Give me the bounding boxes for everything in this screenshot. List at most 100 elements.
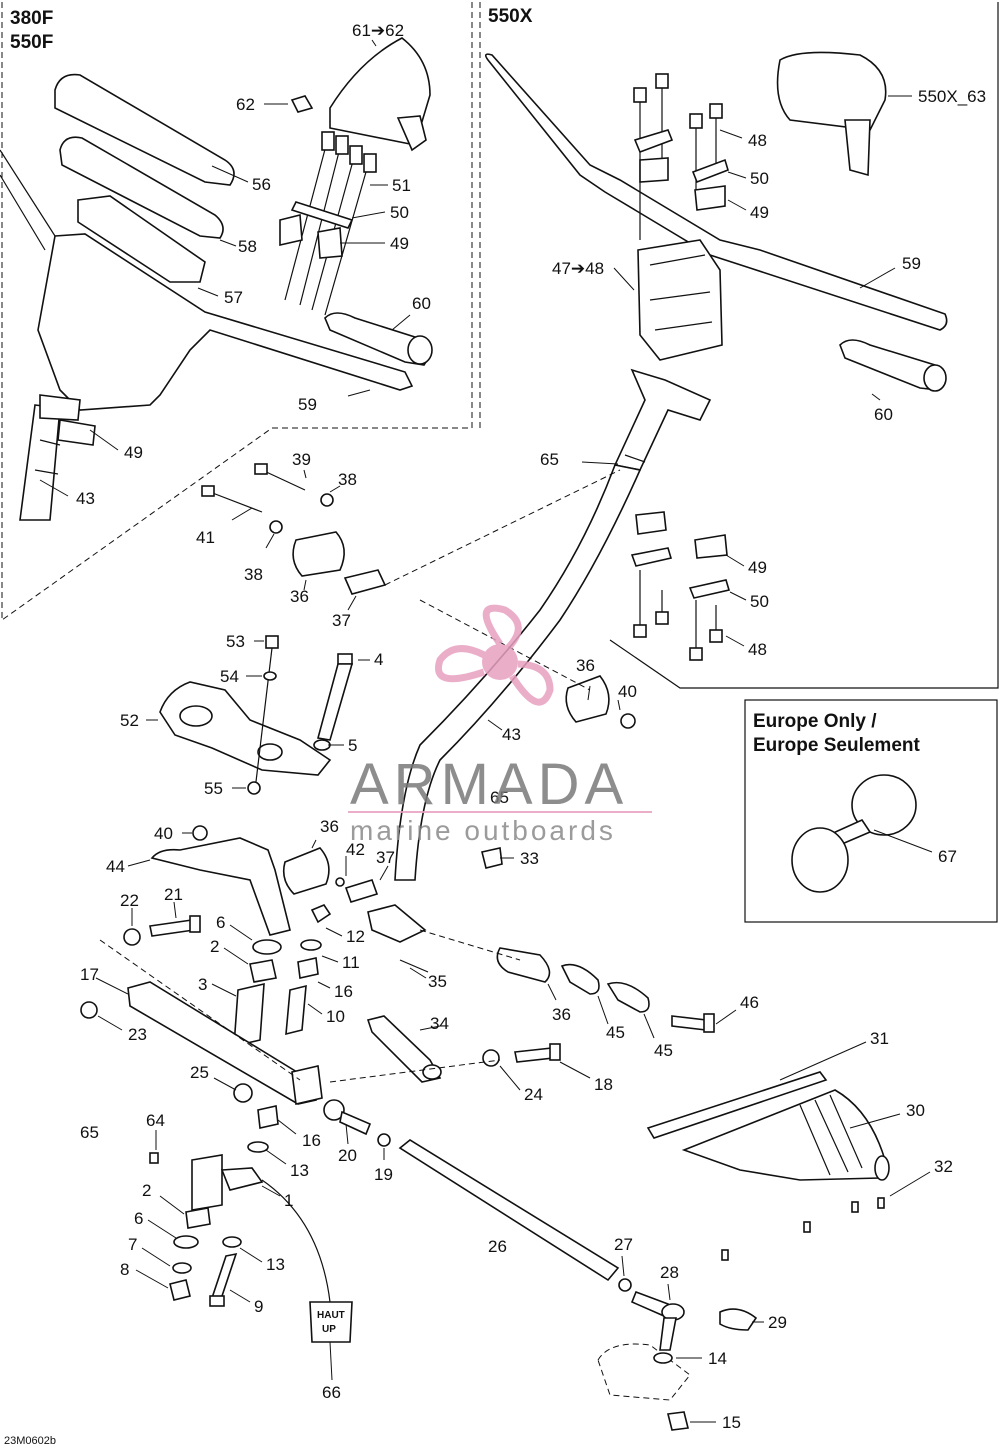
- callout-label: 29: [768, 1313, 787, 1332]
- clamp-49-lower-right: [635, 511, 728, 559]
- bolt-4: [316, 653, 354, 741]
- clip-62: [290, 95, 314, 113]
- callout-label: 33: [520, 849, 539, 868]
- grip-60-left: [324, 312, 433, 366]
- callout-label: 43: [502, 725, 521, 744]
- bolt-9: [209, 1252, 238, 1307]
- callout-label: 16: [334, 982, 353, 1001]
- callout-label: 31: [870, 1029, 889, 1048]
- clamp-49-upper-right: [639, 157, 726, 211]
- sticker-66: HAUT UP: [261, 1179, 353, 1343]
- plate-50-lower-right: [630, 547, 731, 599]
- bracket-52: [159, 681, 332, 776]
- watermark: ARMADA marine outboards: [348, 604, 652, 846]
- washer-14: [653, 1352, 673, 1364]
- callout-label: 20: [338, 1146, 357, 1165]
- plate-50-upper-right: [633, 129, 729, 184]
- washer-13-upper: [247, 1141, 269, 1153]
- bolts-51: [284, 131, 377, 316]
- callout-label: 47➔48: [552, 259, 604, 278]
- pad-block-57: [77, 195, 206, 283]
- callout-label: 46: [740, 993, 759, 1012]
- callout-label: 21: [164, 885, 183, 904]
- link-45-a: [560, 963, 600, 995]
- grease-fitting-64: [149, 1152, 159, 1164]
- diagram-code: 23M0602b: [4, 1435, 56, 1447]
- nut-8: [169, 1279, 191, 1301]
- steering-pivot-1: [191, 1154, 264, 1211]
- callout-label: 36: [552, 1005, 571, 1024]
- callout-label: 26: [488, 1237, 507, 1256]
- cover-63: [776, 51, 887, 177]
- screws-32: [721, 1197, 885, 1261]
- callout-label: 44: [106, 857, 125, 876]
- callout-label: 10: [326, 1007, 345, 1026]
- callout-label: 5: [348, 736, 357, 755]
- callout-label: 13: [290, 1161, 309, 1180]
- callout-label: 9: [254, 1297, 263, 1316]
- callout-label: 38: [338, 470, 357, 489]
- callout-label: 7: [128, 1235, 137, 1254]
- panel-title-550f: 550F: [10, 32, 53, 53]
- watermark-tagline: marine outboards: [350, 815, 616, 846]
- callout-label: 64: [146, 1111, 165, 1130]
- callout-label: 36: [290, 587, 309, 606]
- handlebar-59-left: [0, 149, 414, 411]
- panel-380f-550f-border: [1, 2, 473, 621]
- washer-38: [269, 493, 334, 534]
- callout-label: 67: [938, 847, 957, 866]
- callout-label: 55: [204, 779, 223, 798]
- link-34: [366, 1015, 442, 1083]
- washer-11: [300, 939, 322, 951]
- column-tube-37: [343, 569, 387, 595]
- callout-label: 30: [906, 1101, 925, 1120]
- horn-67: [791, 774, 917, 893]
- callout-label: 34: [430, 1014, 449, 1033]
- panel-550x-border: [479, 2, 999, 689]
- bushing-25: [233, 1083, 253, 1103]
- bolts-48-lower: [633, 570, 723, 661]
- callout-label: 3: [198, 975, 207, 994]
- callout-label: 43: [76, 489, 95, 508]
- callout-label: 15: [722, 1413, 741, 1432]
- nut-23: [80, 1001, 98, 1019]
- callout-label: 50: [750, 592, 769, 611]
- callout-label: 24: [524, 1085, 543, 1104]
- watermark-propeller-logo: [435, 604, 554, 706]
- callout-label: 36: [576, 656, 595, 675]
- ball-joint-28: [630, 1290, 685, 1351]
- europe-title-line2: Europe Seulement: [753, 735, 920, 756]
- plate-50-left: [290, 201, 354, 229]
- bushing-36-right: [565, 675, 610, 723]
- callout-label: 48: [748, 131, 767, 150]
- nut-12: [310, 904, 332, 924]
- nut-27: [618, 1278, 632, 1292]
- callout-label: 27: [614, 1235, 633, 1254]
- callout-label: 53: [226, 632, 245, 651]
- cap-29: [719, 1308, 758, 1331]
- callout-label: 37: [376, 848, 395, 867]
- sticker-line2: UP: [322, 1324, 336, 1335]
- callout-label: 38: [244, 565, 263, 584]
- tube-37-lower: [344, 879, 379, 903]
- nut-15: [667, 1411, 689, 1431]
- bushing-36-upper: [292, 531, 345, 577]
- panel-europe-border: [744, 699, 998, 923]
- sleeve-10: [285, 984, 307, 1036]
- engine-arm-phantom: [597, 1343, 691, 1401]
- callout-label: 65: [490, 788, 509, 807]
- callout-label: 50: [390, 203, 409, 222]
- callout-label: 66: [322, 1383, 341, 1402]
- callout-label: 12: [346, 927, 365, 946]
- screw-35: [399, 959, 429, 973]
- callout-label: 49: [390, 234, 409, 253]
- callout-label: 13: [266, 1255, 285, 1274]
- callout-label: 58: [238, 237, 257, 256]
- washer-24: [482, 1049, 500, 1067]
- panel-title-380f: 380F: [10, 8, 53, 29]
- bolt-21: [149, 915, 201, 937]
- callout-label: 59: [902, 254, 921, 273]
- callout-label: 39: [292, 450, 311, 469]
- callout-label: 62: [236, 95, 255, 114]
